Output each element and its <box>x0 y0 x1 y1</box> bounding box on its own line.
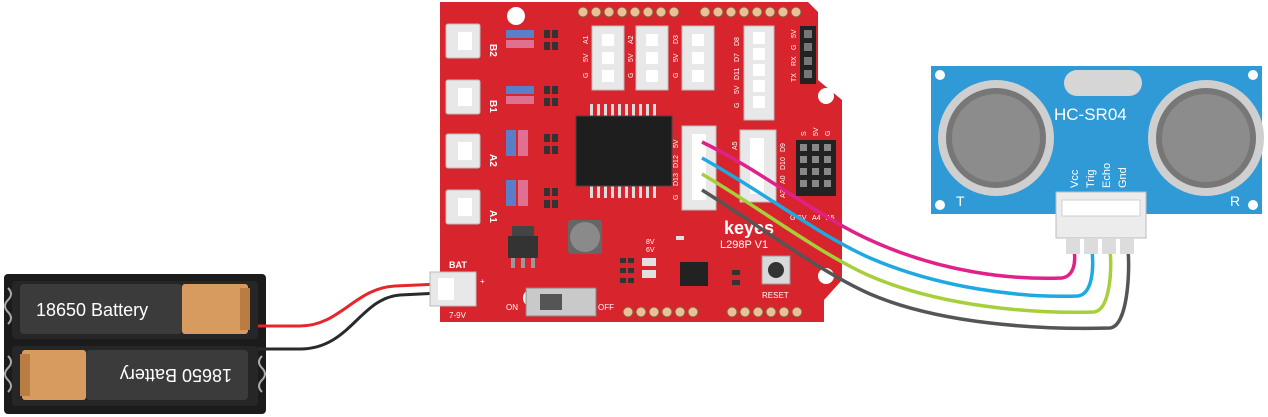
right-pin-a0: A0 <box>780 175 787 184</box>
bat-plus-mark: + <box>480 277 485 286</box>
header-a1-pin-a1: A1 <box>583 35 590 44</box>
header-a2-pin-5v: 5V <box>628 53 635 62</box>
wire-echo <box>701 172 1113 315</box>
battery-holder: 18650 Battery 18650 Battery <box>4 274 266 414</box>
wire-vcc <box>701 140 1077 281</box>
switch-off-label: OFF <box>598 303 614 312</box>
pin-label-trig: Trig <box>1085 169 1097 188</box>
wire-gnd <box>701 188 1131 331</box>
header-d8-pin-g: G <box>734 103 741 108</box>
motor-port-label-a1: A1 <box>487 210 498 223</box>
header-d8-pin-5v: 5V <box>734 85 741 94</box>
matrix-label-s: S <box>801 131 808 136</box>
pin-matrix: S 5V G <box>796 127 836 196</box>
voltage-range-label: 7-9V <box>449 311 467 320</box>
serial-pin-5v: 5V <box>791 29 798 38</box>
header-a2: G 5V A2 <box>628 25 669 91</box>
wire-battery-black <box>258 291 441 351</box>
header-d8-pin-d7: D7 <box>734 53 741 62</box>
header-d8: G 5V D11 D7 D8 <box>734 25 775 121</box>
reset-button[interactable] <box>761 255 791 285</box>
header-d8-pin-d8: D8 <box>734 37 741 46</box>
bottom-pin-header <box>622 306 803 318</box>
right-pin-d9: D9 <box>780 143 787 152</box>
motor-port-label-b1: B1 <box>487 100 498 113</box>
header-a1-pin-g: G <box>583 73 590 78</box>
transmitter-label: T <box>956 193 965 209</box>
pin-label-vcc: Vcc <box>1069 169 1081 188</box>
header-d3-pin-d3: D3 <box>673 35 680 44</box>
switch-on-label: ON <box>506 303 518 312</box>
battery-cell-bottom-label: 18650 Battery <box>120 365 232 385</box>
model-label: L298P V1 <box>720 239 768 251</box>
serial-pin-tx: TX <box>791 73 798 82</box>
header-d3: G 5V D3 <box>673 25 715 91</box>
motor-shield-board: B2 B1 A2 A1 <box>429 2 842 322</box>
header-a2-pin-a2: A2 <box>628 35 635 44</box>
ultrasonic-header: G D13 D12 5V <box>673 125 717 211</box>
battery-cell-top: 18650 Battery <box>20 284 250 334</box>
smd-components <box>620 258 740 285</box>
wire-trig <box>701 156 1095 298</box>
right-pin-a5: A5 <box>732 141 739 150</box>
ultra-pin-g: G <box>673 195 680 200</box>
reset-label: RESET <box>762 291 789 300</box>
sensor-pin-connector <box>1055 191 1147 254</box>
top-pin-header <box>577 6 802 18</box>
small-ic <box>680 262 708 286</box>
motor-connector-b2: B2 <box>445 23 498 59</box>
battery-cell-bottom: 18650 Battery <box>20 350 248 400</box>
ultra-pin-d13: D13 <box>673 173 680 186</box>
voltage-regulator <box>508 226 538 268</box>
receiver-transducer <box>1148 80 1264 196</box>
sensor-model-label: HC-SR04 <box>1054 105 1127 124</box>
battery-cell-top-label: 18650 Battery <box>36 300 148 320</box>
electrolytic-capacitor <box>568 220 602 254</box>
wire-battery-red <box>258 282 441 328</box>
header-d3-pin-g: G <box>673 73 680 78</box>
matrix-label-g: G <box>825 131 832 136</box>
header-d8-pin-d11: D11 <box>734 68 741 80</box>
bat-connector: + <box>429 271 485 307</box>
receiver-label: R <box>1230 193 1240 209</box>
motor-connector-b1: B1 <box>445 79 498 115</box>
ultra-pin-5v: 5V <box>673 139 680 148</box>
voltage-jumper <box>642 236 684 278</box>
motor-port-label-b2: B2 <box>487 44 498 57</box>
i2c-label-a4: A4 <box>812 215 821 222</box>
motor-connector-a1: A1 <box>445 189 498 225</box>
header-a2-pin-g: G <box>628 73 635 78</box>
sensor-wires <box>701 140 1131 331</box>
transmitter-transducer <box>938 80 1054 196</box>
status-leds <box>506 30 558 208</box>
right-pin-a3: A3 <box>780 189 787 198</box>
pin-label-gnd: Gnd <box>1117 167 1129 188</box>
power-switch[interactable] <box>525 287 597 317</box>
motor-connector-a2: A2 <box>445 133 498 169</box>
label-8v: 8V <box>646 239 655 246</box>
header-a1: G 5V A1 <box>583 25 625 91</box>
serial-pin-rx: RX <box>791 56 798 66</box>
serial-pin-g: G <box>791 45 798 50</box>
bat-label: BAT <box>449 260 467 270</box>
brand-label: keyes <box>724 218 774 238</box>
right-pin-d10: D10 <box>780 157 787 170</box>
ultra-pin-d12: D12 <box>673 155 680 168</box>
pin-label-echo: Echo <box>1101 163 1113 188</box>
i2c-label-g: G <box>790 215 795 222</box>
header-a1-pin-5v: 5V <box>583 53 590 62</box>
l298p-driver-chip <box>575 104 673 198</box>
label-6v: 6V <box>646 247 655 254</box>
serial-header: TX RX G 5V <box>791 26 816 84</box>
matrix-label-5v: 5V <box>813 127 820 136</box>
header-d3-pin-5v: 5V <box>673 53 680 62</box>
ultrasonic-sensor: HC-SR04 T R Vcc Trig Echo Gnd <box>931 66 1264 254</box>
motor-port-label-a2: A2 <box>487 154 498 167</box>
